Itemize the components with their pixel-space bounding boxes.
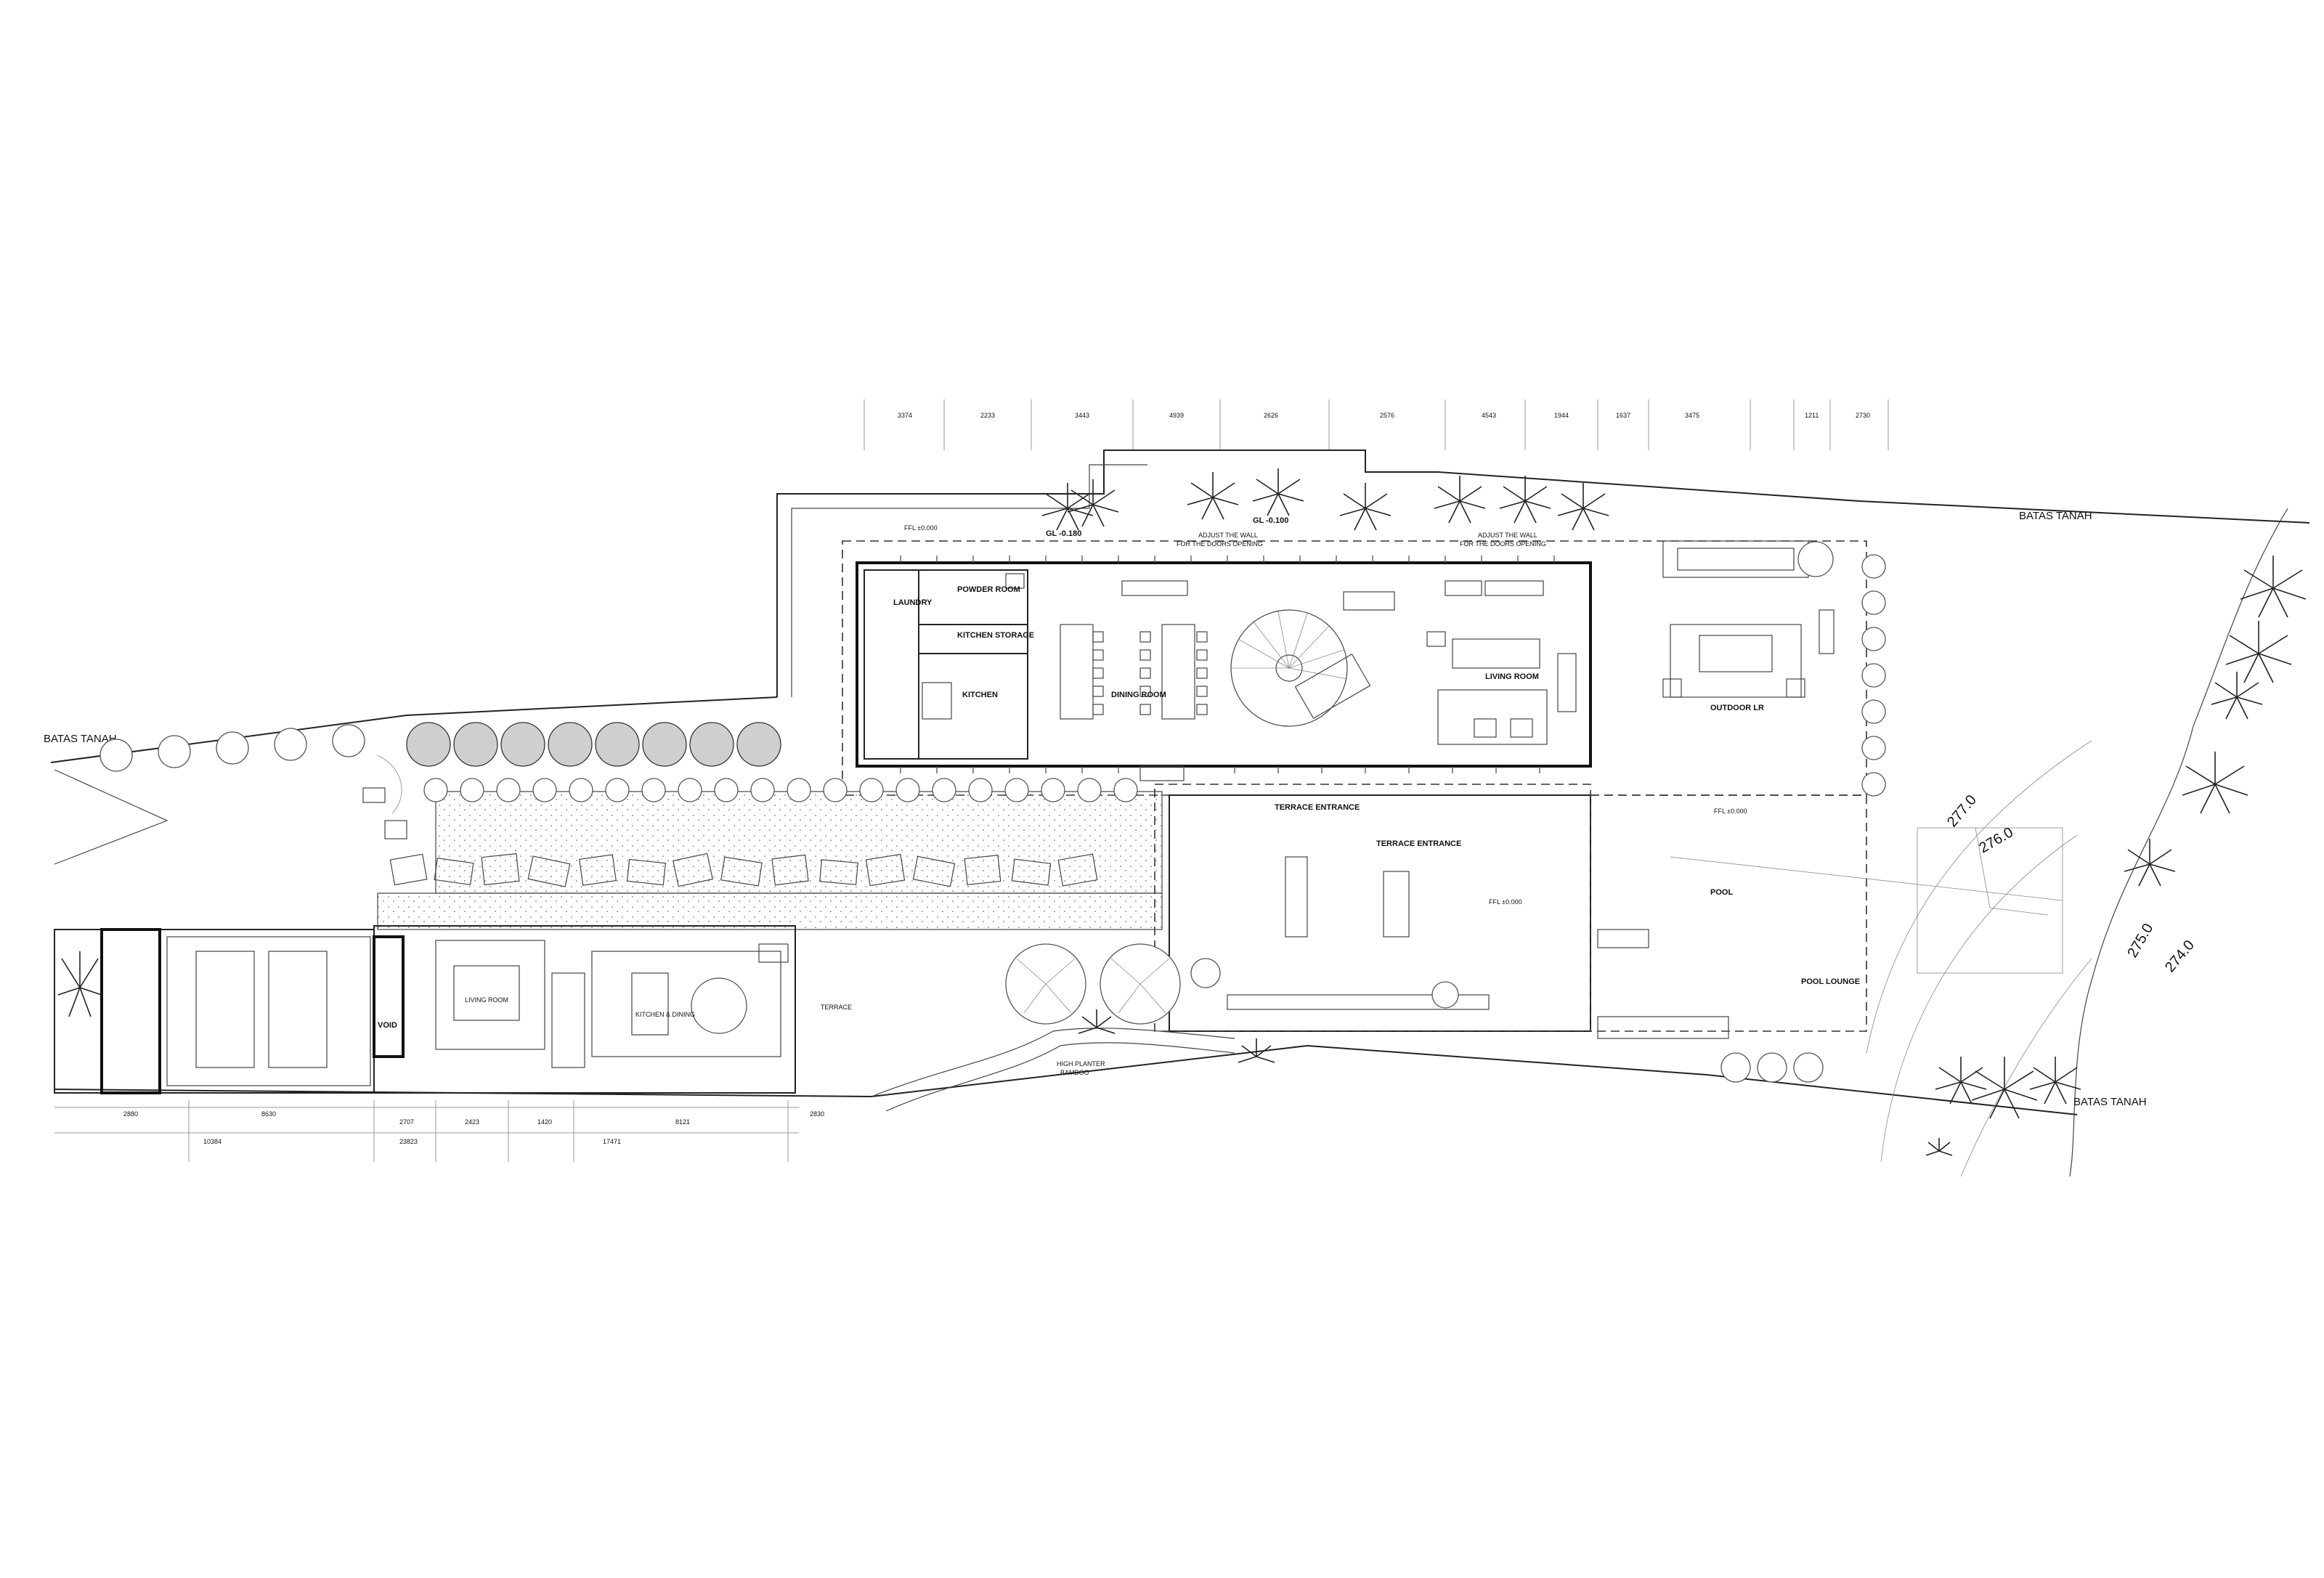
- contour-label: 275.0: [2124, 921, 2156, 960]
- dim-label: 1944: [1554, 412, 1569, 419]
- dim-label: 2830: [810, 1110, 824, 1118]
- note-ffl: FFL ±0.000: [1489, 898, 1522, 906]
- bottom-dimension-labels: 2880 8630 2707 2423 1420 8121 2830 10384…: [123, 1110, 824, 1145]
- room-label-terrace-entrance: TERRACE ENTRANCE: [1275, 803, 1360, 812]
- dim-label: 1420: [537, 1118, 552, 1126]
- dim-label: 23823: [399, 1138, 418, 1145]
- note-adjust-wall: FOR THE DOORS OPENING: [1460, 540, 1546, 548]
- east-tree-column: [1797, 541, 1886, 797]
- contour-label: 274.0: [2162, 938, 2198, 975]
- dim-label: 10384: [203, 1138, 222, 1145]
- dim-label: 1211: [1805, 412, 1819, 419]
- dim-label: 2730: [1856, 412, 1870, 419]
- top-dimension-labels: 3374 2233 3443 4939 2626 2576 4543 1944 …: [898, 412, 1870, 419]
- room-label-outdoor-lr: OUTDOOR LR: [1710, 704, 1764, 712]
- boundary-label-west: BATAS TANAH: [44, 733, 117, 745]
- dim-label: 2707: [399, 1118, 414, 1126]
- main-house-labels: LAUNDRY POWDER ROOM KITCHEN STORAGE KITC…: [893, 516, 1764, 906]
- room-label-living-room: LIVING ROOM: [1485, 672, 1539, 681]
- room-label-kitchen-dining: KITCHEN & DINING: [635, 1011, 695, 1018]
- contour-lines: [1866, 740, 2092, 1177]
- dim-label: 8121: [675, 1118, 690, 1126]
- room-label-high-planter: HIGH PLANTER: [1057, 1060, 1105, 1067]
- room-label-living-room-annex: LIVING ROOM: [465, 996, 508, 1004]
- dim-label: 1637: [1616, 412, 1630, 419]
- contour-label: 276.0: [1977, 824, 2016, 856]
- room-label-terrace-entrance: TERRACE ENTRANCE: [1376, 839, 1461, 848]
- dim-label: 2233: [980, 412, 995, 419]
- dim-label: 4939: [1169, 412, 1184, 419]
- dim-label: 17471: [603, 1138, 621, 1145]
- room-label-dining-room: DINING ROOM: [1111, 691, 1166, 699]
- note-ffl: FFL ±0.000: [904, 524, 938, 532]
- room-label-bamboo: BAMBOO: [1060, 1069, 1089, 1076]
- room-label-void: VOID: [378, 1021, 397, 1030]
- note-ffl: FFL ±0.000: [1714, 808, 1747, 815]
- tree-row: [423, 778, 1138, 802]
- room-label-kitchen: KITCHEN: [962, 691, 998, 699]
- garden-path: [377, 791, 1235, 1112]
- canopy-trees: [1005, 943, 1824, 1083]
- room-label-pool: POOL: [1710, 888, 1733, 897]
- note-adjust-wall: FOR THE DOORS OPENING: [1177, 540, 1263, 548]
- note-ground-level: GL -0.180: [1046, 529, 1081, 538]
- main-house: [842, 540, 1867, 796]
- note-adjust-wall: ADJUST THE WALL: [1478, 532, 1537, 539]
- west-annex: [54, 925, 796, 1094]
- dim-label: 8630: [261, 1110, 276, 1118]
- bottom-dimension-grid: [54, 1100, 799, 1162]
- dim-label: 3475: [1685, 412, 1699, 419]
- room-label-pool-lounge: POOL LOUNGE: [1801, 977, 1860, 986]
- note-adjust-wall: ADJUST THE WALL: [1198, 532, 1258, 539]
- dim-label: 3443: [1075, 412, 1089, 419]
- site-boundary: [50, 450, 2310, 1177]
- boundary-label-north: BATAS TANAH: [2019, 510, 2092, 522]
- dim-label: 2626: [1264, 412, 1278, 419]
- top-dimension-grid: [864, 399, 1889, 450]
- dim-label: 3374: [898, 412, 912, 419]
- dim-label: 4543: [1482, 412, 1496, 419]
- room-label-kitchen-storage: KITCHEN STORAGE: [957, 631, 1034, 640]
- contour-label: 277.0: [1944, 792, 1980, 830]
- note-ground-level: GL -0.100: [1253, 516, 1288, 525]
- dim-label: 2880: [123, 1110, 138, 1118]
- front-yard-details: [54, 755, 407, 865]
- palm-trees: [57, 468, 2307, 1156]
- room-label-powder-room: POWDER ROOM: [957, 585, 1020, 594]
- room-label-terrace: TERRACE: [821, 1004, 852, 1011]
- boundary-label-south: BATAS TANAH: [2073, 1096, 2147, 1108]
- terrace-pool: [1154, 784, 2063, 1039]
- hedge-bushes: [99, 722, 781, 772]
- room-label-laundry: LAUNDRY: [893, 598, 933, 607]
- dim-label: 2576: [1380, 412, 1394, 419]
- dim-label: 2423: [465, 1118, 479, 1126]
